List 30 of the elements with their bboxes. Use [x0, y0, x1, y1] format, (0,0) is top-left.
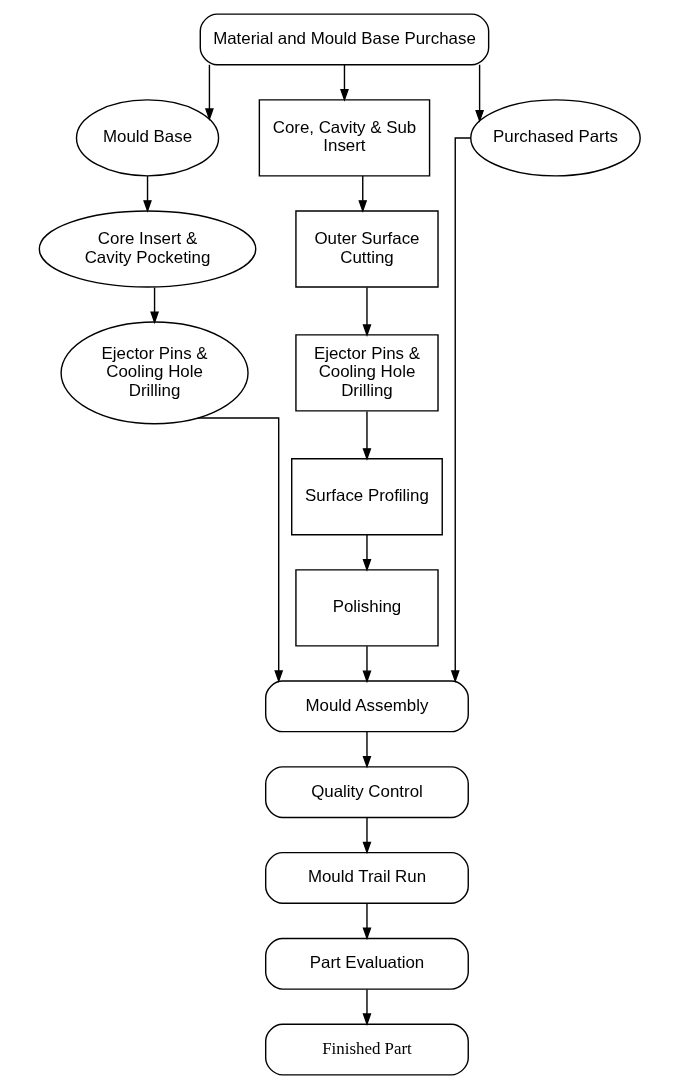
arrow: [362, 988, 371, 1026]
arrow: [362, 817, 371, 855]
arrow: [362, 534, 371, 572]
arrow: [196, 417, 283, 683]
node-box: Surface Profiling: [290, 458, 443, 536]
node-ellipse: Core Insert & Cavity Pocketing: [38, 210, 256, 288]
node-ellipse: Ejector Pins & Cooling Hole Drilling: [59, 321, 249, 425]
arrow: [362, 410, 371, 461]
arrow: [362, 731, 371, 769]
arrow: [204, 64, 214, 121]
node-box: Mould Trail Run: [264, 851, 469, 904]
arrow: [339, 64, 349, 102]
arrow: [474, 64, 484, 123]
node-box: Part Evaluation: [264, 937, 469, 990]
arrow: [362, 645, 371, 684]
node-box: Finished Part: [264, 1023, 469, 1076]
node-box: Polishing: [294, 569, 439, 647]
arrow: [357, 175, 367, 213]
node-box: Outer Surface Cutting: [294, 210, 439, 288]
node-box: Core, Cavity & Sub Insert: [258, 99, 430, 177]
node-box: Ejector Pins & Cooling Hole Drilling: [294, 334, 439, 412]
arrow: [149, 286, 159, 325]
arrow: [362, 903, 371, 941]
node-box: Quality Control: [264, 766, 469, 819]
node-box: Material and Mould Base Purchase: [199, 13, 489, 66]
node-ellipse: Mould Base: [75, 99, 219, 177]
arrow: [142, 175, 152, 213]
node-box: Mould Assembly: [264, 680, 469, 733]
node-ellipse: Purchased Parts: [469, 99, 641, 177]
arrow: [362, 286, 371, 337]
